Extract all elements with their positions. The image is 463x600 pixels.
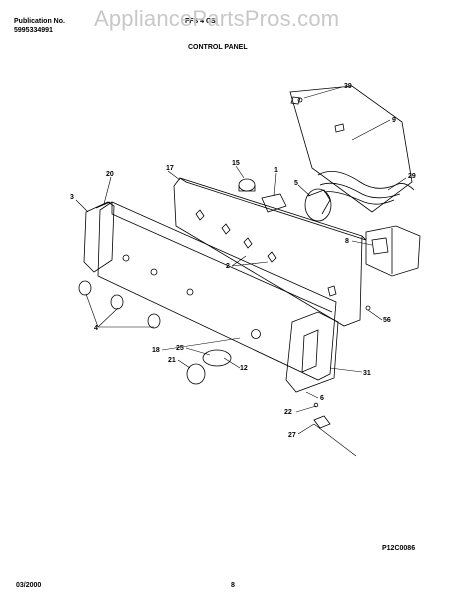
left-end-cap [83, 201, 115, 273]
callout-31: 31 [363, 370, 371, 377]
callout-22: 22 [284, 409, 292, 416]
figure-code: P12C0086 [382, 545, 416, 552]
screw [297, 97, 303, 103]
selector-switch [304, 188, 332, 222]
timer-face [371, 237, 389, 255]
rear-cover-panel [289, 85, 413, 213]
callout-15: 15 [232, 160, 240, 167]
callout-1: 1 [274, 167, 278, 174]
timer-dial [202, 349, 232, 367]
callout-17: 17 [166, 165, 174, 172]
push-switch [261, 193, 287, 213]
callout-4: 4 [94, 325, 98, 332]
screw [365, 305, 371, 311]
console-panel-face-edge [111, 202, 333, 313]
page-number: 8 [231, 582, 235, 589]
callout-12: 12 [240, 365, 248, 372]
revision-date: 03/2000 [16, 582, 42, 589]
rear-cover-tab [290, 96, 301, 105]
callout-21: 21 [168, 357, 176, 364]
wire-harness-strand [319, 182, 401, 199]
console-panel [97, 201, 337, 381]
wire-harness-strand [323, 191, 395, 205]
callout-2: 2 [226, 263, 230, 270]
wire-harness [317, 171, 415, 191]
knob [78, 280, 92, 296]
control-bracket [173, 177, 363, 327]
right-end-cap [285, 311, 339, 393]
callout-5: 5 [294, 180, 298, 187]
watermark-text: AppliancePartsPros.com [94, 6, 340, 31]
console-holes [122, 254, 261, 339]
callout-29: 29 [408, 173, 416, 180]
callout-6: 6 [320, 395, 324, 402]
left-end-cap-edge [95, 201, 111, 209]
rear-cover-slot [334, 123, 345, 133]
callout-20: 20 [106, 171, 114, 178]
leader-lines [75, 86, 407, 457]
bracket-tabs [195, 209, 337, 297]
callout-3: 3 [70, 194, 74, 201]
model-number: FFS 4 CS [185, 18, 216, 25]
clip [313, 415, 331, 429]
publication-label: Publication No. [14, 18, 65, 25]
callout-27: 27 [288, 432, 296, 439]
knob [110, 294, 124, 310]
switch-knob-part [238, 178, 256, 192]
timer-knob [186, 363, 206, 385]
callout-8: 8 [345, 238, 349, 245]
control-bracket-top-edge [179, 177, 367, 241]
timer [365, 225, 421, 277]
callout-39: 39 [344, 83, 352, 90]
knob [147, 313, 161, 329]
switch-knob-part-body [238, 185, 256, 192]
publication-number: 5995334991 [14, 27, 53, 34]
callout-9: 9 [392, 117, 396, 124]
section-title: CONTROL PANEL [188, 44, 248, 51]
callout-56: 56 [383, 317, 391, 324]
callout-18: 18 [152, 347, 160, 354]
screw [313, 402, 319, 408]
right-end-cap-inset [301, 329, 319, 373]
selector-switch-body [307, 189, 331, 215]
callout-25: 25 [176, 345, 184, 352]
